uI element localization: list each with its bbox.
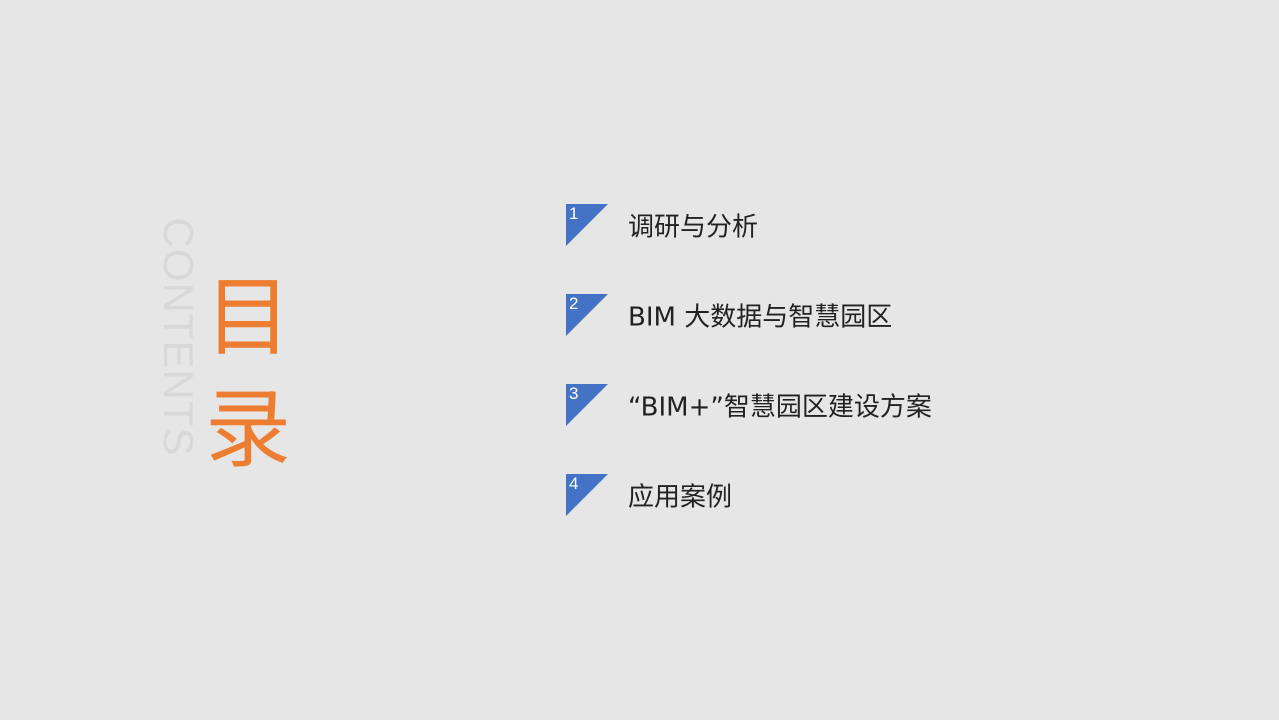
toc-label: BIM 大数据与智慧园区 [628, 302, 893, 333]
toc-item-3[interactable]: 3 “BIM+”智慧园区建设方案 [566, 384, 1066, 426]
contents-watermark: CONTENTS [155, 217, 202, 457]
toc-label: 调研与分析 [628, 212, 759, 243]
page-title: 目 录 [200, 262, 296, 486]
toc-number: 2 [569, 294, 579, 313]
toc-item-1[interactable]: 1 调研与分析 [566, 204, 1066, 246]
toc-item-4[interactable]: 4 应用案例 [566, 474, 1066, 516]
title-char: 目 [205, 268, 291, 368]
toc-number: 3 [569, 384, 579, 403]
title-char: 录 [205, 380, 291, 480]
triangle-marker-icon [566, 294, 608, 336]
toc-number: 1 [569, 204, 579, 223]
toc-item-2[interactable]: 2 BIM 大数据与智慧园区 [566, 294, 1066, 336]
toc-number: 4 [569, 474, 579, 493]
triangle-marker-icon [566, 384, 608, 426]
triangle-marker-icon [566, 474, 608, 516]
toc-label: “BIM+”智慧园区建设方案 [628, 392, 932, 423]
toc-label: 应用案例 [628, 482, 733, 513]
triangle-marker-icon [566, 204, 608, 246]
